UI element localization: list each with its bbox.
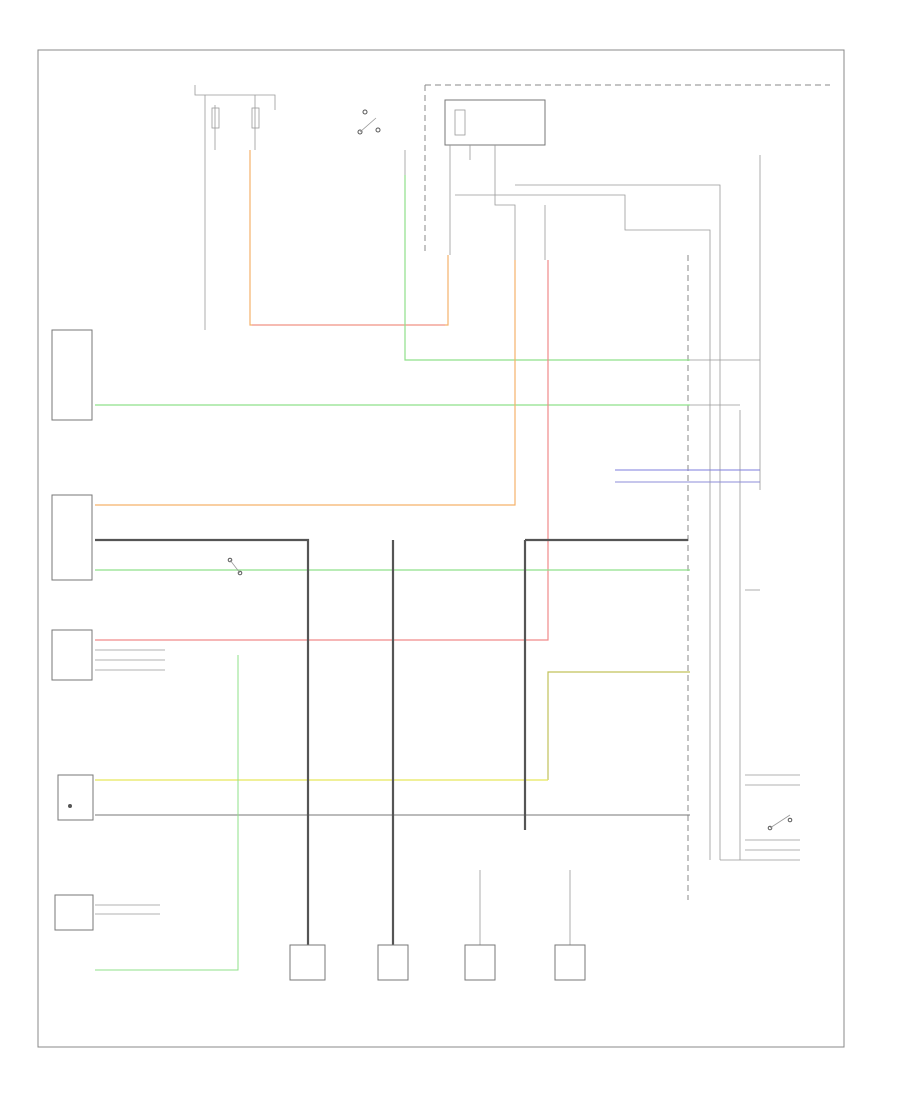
wire-green-bottom: [95, 655, 239, 971]
central-module-bracket: [687, 155, 761, 900]
bottom-component-3: [464, 944, 496, 981]
wire-orange-shock: [95, 260, 516, 506]
steering-switch-module: [444, 99, 721, 860]
sensor: [54, 894, 94, 931]
connector-lamp: [57, 774, 94, 821]
shock-sensor: [51, 494, 93, 581]
diagram-frame: [37, 49, 845, 1048]
bottom-component-1: [289, 944, 326, 981]
control-unit: [51, 629, 93, 681]
ignition-switch: [357, 109, 406, 175]
switch-icon: [68, 804, 72, 808]
combination-module: [51, 329, 93, 421]
shock-switch: [227, 557, 243, 576]
ground-network: [95, 538, 688, 945]
door-switch: [720, 774, 800, 861]
switch-icon: [767, 825, 773, 831]
bottom-component-4: [554, 944, 586, 981]
top-left-supply-block: [194, 85, 276, 330]
wire-olive: [547, 671, 690, 780]
switch-icon: [362, 109, 368, 115]
wire-orange-top: [249, 150, 449, 326]
bottom-component-2: [377, 944, 409, 981]
switch-icon: [227, 557, 233, 563]
wire-green-ign: [404, 175, 690, 361]
wire-red-control: [95, 260, 549, 641]
